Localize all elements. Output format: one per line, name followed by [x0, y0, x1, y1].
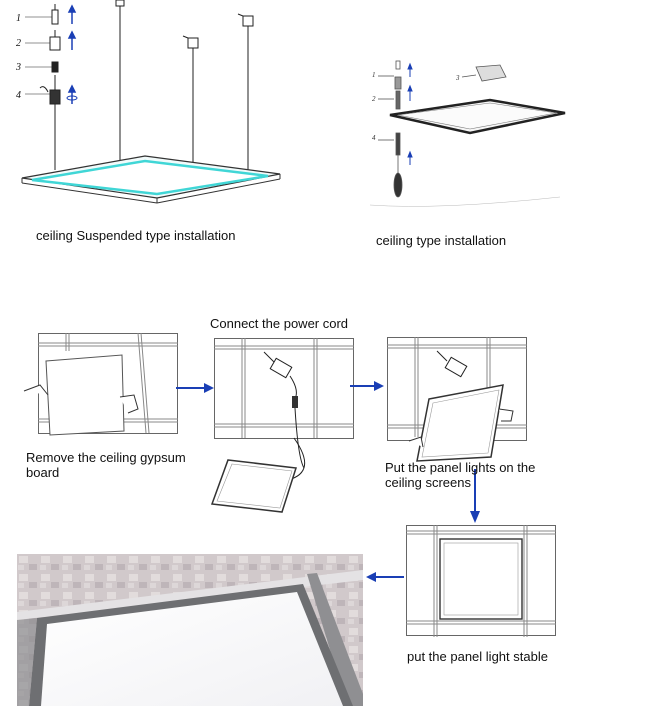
- put-panel-label: Put the panel lights on the ceiling scre…: [385, 460, 536, 490]
- arrow-step-1-to-2: [176, 383, 214, 393]
- arrow-step-4-to-photo: [366, 572, 404, 582]
- step-number-1: 1: [16, 13, 21, 24]
- panel-on-floor: [210, 437, 305, 513]
- step-number-3: 3: [16, 62, 21, 73]
- ceiling-grid-step-remove: [23, 332, 178, 436]
- suspended-panel-drawing: [21, 0, 281, 204]
- ceiling-step-number-1: 1: [372, 71, 376, 79]
- arrow-step-2-to-3: [350, 381, 384, 391]
- ceiling-grid-step-stable: [406, 525, 556, 637]
- step-number-4: 4: [16, 90, 21, 101]
- remove-board-label: Remove the ceiling gypsum board: [26, 450, 186, 480]
- ceiling-panel-drawing: [369, 60, 566, 207]
- arrow-step-3-to-4: [470, 469, 480, 523]
- ceiling-step-number-4: 4: [372, 134, 376, 142]
- ceiling-step-number-3: 3: [456, 74, 460, 82]
- ceiling-caption: ceiling type installation: [376, 233, 507, 248]
- ceiling-step-number-2: 2: [372, 95, 376, 103]
- stable-label: put the panel light stable: [407, 649, 548, 664]
- suspended-caption: ceiling Suspended type installation: [36, 228, 236, 243]
- ceiling-grid-step-connect: [214, 338, 354, 469]
- installed-panel-photo: [17, 554, 363, 706]
- connect-power-label: Connect the power cord: [210, 316, 349, 331]
- ceiling-grid-step-put: [387, 337, 527, 462]
- step-number-2: 2: [16, 38, 21, 49]
